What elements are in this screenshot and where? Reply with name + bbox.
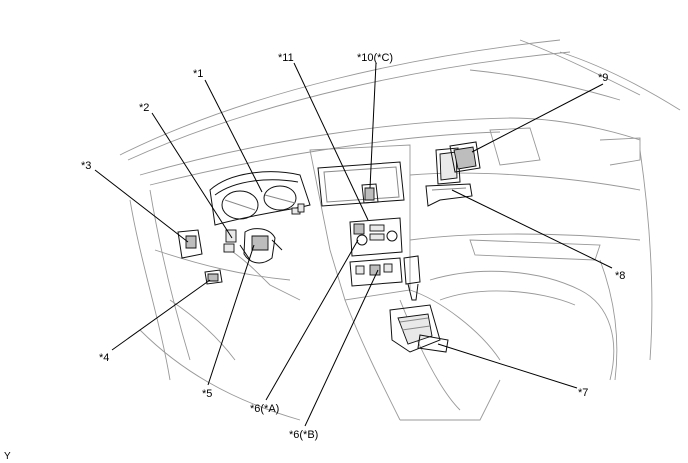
leader-c3 xyxy=(94,169,189,243)
callout-10: *10(*C) xyxy=(357,52,393,64)
combination-switch xyxy=(239,228,283,264)
corner-reference-mark: Y xyxy=(4,451,11,462)
shift-lever-assembly xyxy=(389,255,449,353)
leader-c8 xyxy=(451,189,613,269)
callout-8: *8 xyxy=(615,270,625,282)
leader-c1 xyxy=(204,79,263,193)
leader-lines xyxy=(94,62,613,427)
leader-c10 xyxy=(369,62,377,189)
callout-labels: *1 *2 *3 *4 *5 *6(*A) *6(*B) *7 *8 *9 *1… xyxy=(81,52,625,441)
leader-c6b xyxy=(304,269,379,427)
leader-c9 xyxy=(471,83,604,153)
leader-c4 xyxy=(111,279,211,351)
callout-6a: *6(*A) xyxy=(250,403,279,415)
callout-7: *7 xyxy=(578,387,588,399)
callout-6b: *6(*B) xyxy=(289,429,318,441)
leader-c7 xyxy=(437,343,578,389)
left-side-parts xyxy=(177,229,237,285)
right-side-parts xyxy=(425,141,481,207)
leader-c5 xyxy=(207,244,255,386)
leader-c2 xyxy=(151,112,233,239)
callout-3: *3 xyxy=(81,160,91,172)
leader-c11 xyxy=(293,62,369,221)
callout-4: *4 xyxy=(99,352,109,364)
callout-1: *1 xyxy=(193,68,203,80)
callout-5: *5 xyxy=(202,388,212,400)
callout-11: *11 xyxy=(278,52,294,64)
instrument-cluster xyxy=(209,171,311,226)
callout-9: *9 xyxy=(598,72,608,84)
interior-outline xyxy=(119,39,681,421)
leader-c6a xyxy=(265,239,359,401)
center-stack xyxy=(317,161,405,287)
callout-2: *2 xyxy=(139,102,149,114)
